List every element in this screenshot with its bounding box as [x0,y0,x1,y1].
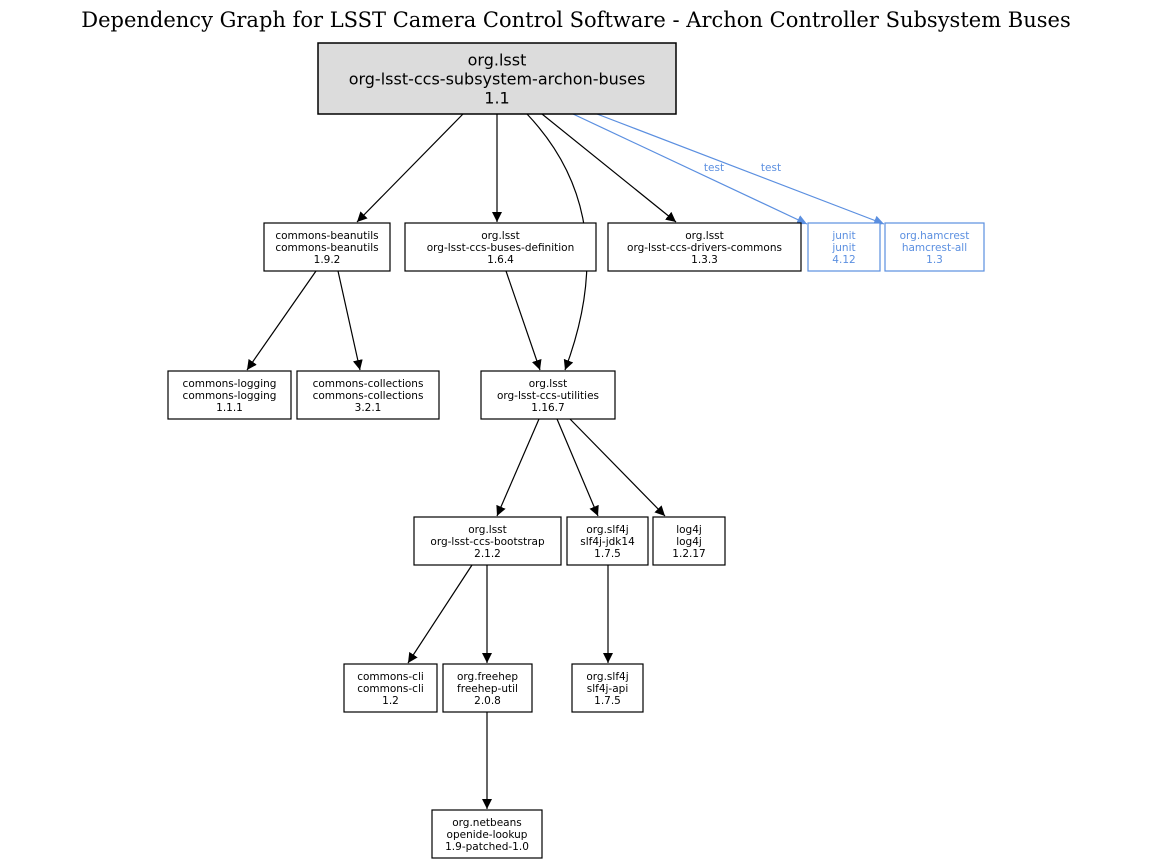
node-version: 3.2.1 [355,402,382,414]
node-version: 1.7.5 [594,695,621,707]
node-version: 1.2.17 [672,548,705,560]
node-artifact: log4j [676,536,702,548]
node-box [263,222,391,272]
edge-root-to-drivers [541,113,677,223]
node-lookup: org.netbeansopenide-lookup1.9-patched-1.… [431,809,543,859]
node-box [317,42,677,115]
edge-root-to-beanutils [356,113,464,223]
node-version: 1.1.1 [216,402,243,414]
node-group: commons-beanutils [275,230,378,242]
edge-root-to-hamcrest [596,113,885,226]
node-artifact: org-lsst-ccs-drivers-commons [627,242,782,254]
graph-title: Dependency Graph for LSST Camera Control… [81,8,1071,32]
node-box [343,663,438,713]
node-group: log4j [676,524,702,536]
edge-busesdef-to-utilities [505,270,542,371]
node-box [167,370,292,420]
node-version: 1.16.7 [531,402,564,414]
node-group: org.lsst [468,524,507,536]
node-artifact: freehep-util [457,683,518,695]
node-box [607,222,802,272]
node-artifact: openide-lookup [447,829,528,841]
node-artifact: junit [831,242,855,254]
node-artifact: commons-logging [183,390,277,402]
node-box [884,222,985,272]
node-version: 1.6.4 [487,254,514,266]
node-box [442,663,533,713]
node-box [566,516,649,566]
node-box [652,516,726,566]
node-artifact: org-lsst-ccs-bootstrap [430,536,545,548]
node-box [807,222,881,272]
node-group: org.netbeans [452,817,521,829]
node-box [404,222,597,272]
node-box [571,663,644,713]
node-group: commons-collections [313,378,424,390]
node-group: org.lsst [468,51,527,70]
node-artifact: commons-cli [357,683,424,695]
node-version: 1.9.2 [314,254,341,266]
node-group: org.lsst [685,230,724,242]
node-version: 2.0.8 [474,695,501,707]
edge-beanutils-to-logging [246,270,317,371]
node-artifact: commons-collections [313,390,424,402]
node-group: org.lsst [529,378,568,390]
node-version: 1.7.5 [594,548,621,560]
node-artifact: commons-beanutils [275,242,378,254]
node-box [480,370,616,420]
node-version: 4.12 [832,254,855,266]
edge-root-to-utilities [526,113,588,371]
edge-label-junit: test [704,162,724,174]
node-box [413,516,562,566]
node-version: 1.9-patched-1.0 [445,841,529,853]
edge-label-hamcrest: test [761,162,781,174]
node-artifact: hamcrest-all [902,242,967,254]
node-version: 1.3 [926,254,943,266]
node-artifact: slf4j-api [587,683,629,695]
edge-bootstrap-to-cli [407,564,473,664]
node-busesdef: org.lsstorg-lsst-ccs-buses-definition1.6… [404,222,597,272]
node-drivers: org.lsstorg-lsst-ccs-drivers-commons1.3.… [607,222,802,272]
node-group: junit [831,230,855,242]
node-version: 1.1 [484,89,509,108]
node-artifact: slf4j-jdk14 [580,536,635,548]
edge-beanutils-to-collections [337,270,363,371]
node-root: org.lsstorg-lsst-ccs-subsystem-archon-bu… [317,42,677,115]
node-version: 1.2 [382,695,399,707]
edge-utilities-to-jdk14 [556,418,599,517]
edge-utilities-to-log4j [569,418,666,517]
node-group: org.slf4j [586,524,628,536]
edge-utilities-to-bootstrap [496,418,540,517]
node-artifact: org-lsst-ccs-subsystem-archon-buses [349,70,646,89]
node-group: commons-logging [183,378,277,390]
node-artifact: org-lsst-ccs-utilities [497,390,599,402]
node-box [296,370,440,420]
node-artifact: org-lsst-ccs-buses-definition [427,242,575,254]
node-group: org.hamcrest [900,230,970,242]
node-group: org.slf4j [586,671,628,683]
node-group: org.lsst [481,230,520,242]
node-box [431,809,543,859]
node-version: 1.3.3 [691,254,718,266]
node-group: commons-cli [357,671,424,683]
edge-root-to-junit [572,113,808,225]
node-collections: commons-collectionscommons-collections3.… [296,370,440,420]
node-version: 2.1.2 [474,548,501,560]
node-group: org.freehep [457,671,518,683]
